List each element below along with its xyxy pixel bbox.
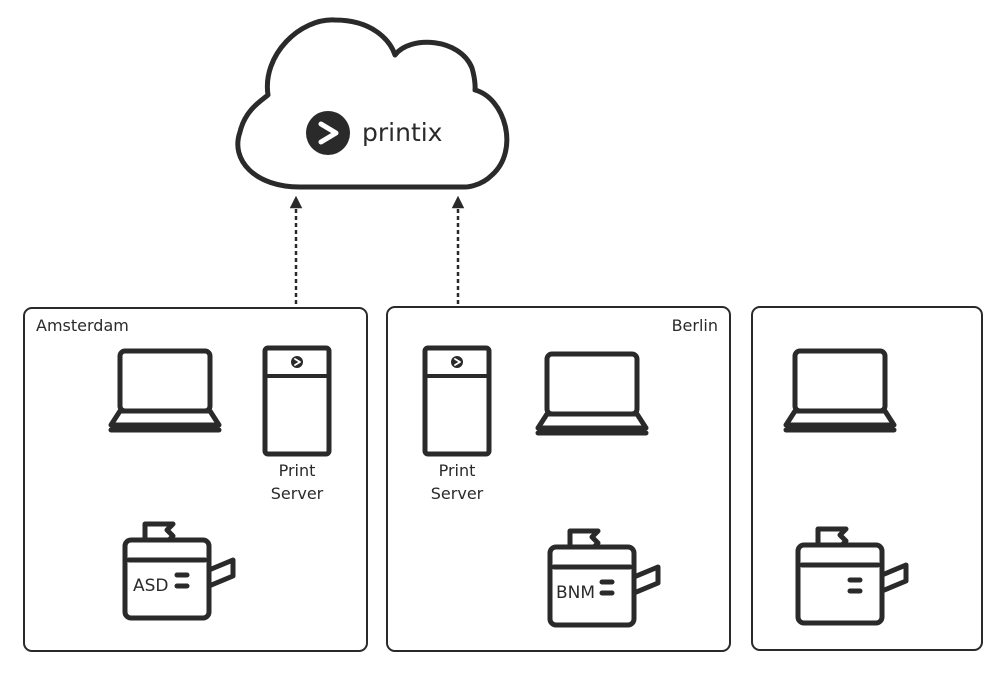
server-label-line1: Print — [439, 461, 476, 480]
server-label-line2: Server — [431, 484, 484, 503]
printix-cloud: printix — [235, 17, 510, 190]
site-berlin: Berlin Print Server BNM — [386, 306, 731, 652]
site-name: Berlin — [672, 316, 718, 335]
server-label-line2: Server — [271, 484, 324, 503]
laptop-icon — [786, 351, 894, 430]
printer-code: ASD — [133, 576, 169, 596]
print-server-icon — [425, 348, 489, 454]
laptop-icon — [111, 351, 219, 430]
site-unnamed — [751, 306, 983, 651]
printix-brand-text: printix — [362, 118, 442, 147]
printix-logo-icon — [306, 111, 350, 155]
site-name: Amsterdam — [36, 316, 129, 335]
site-amsterdam: Amsterdam Print Server ASD — [23, 307, 368, 652]
printer-code: BNM — [556, 583, 595, 603]
laptop-icon — [538, 354, 646, 433]
server-label-line1: Print — [279, 461, 316, 480]
print-server-icon — [265, 348, 329, 454]
cloud-icon — [235, 17, 510, 190]
